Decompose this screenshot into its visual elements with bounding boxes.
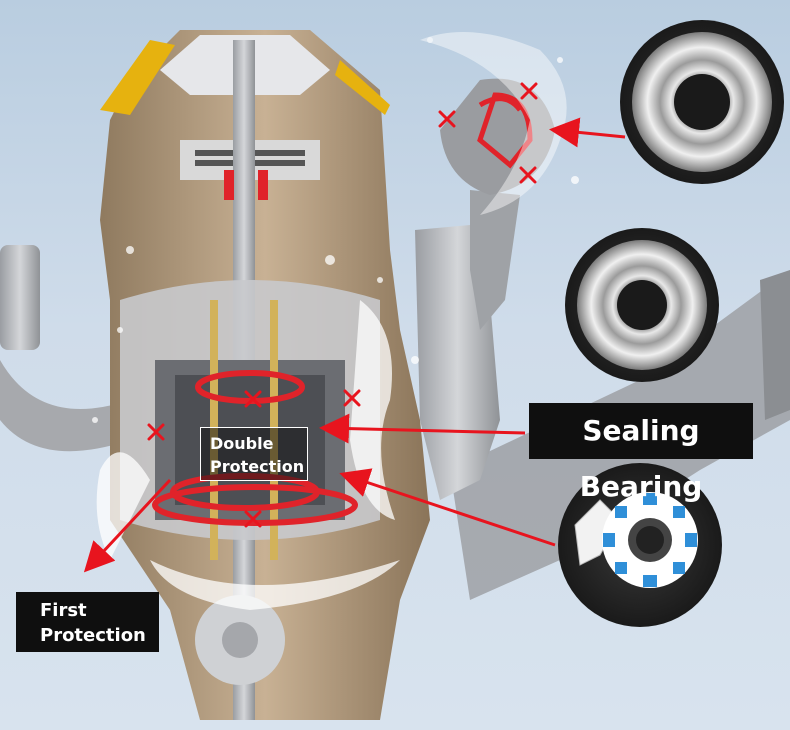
first-protection-label: First Protection <box>16 592 159 652</box>
arrow-icon <box>83 478 172 573</box>
x-mark-icon <box>343 389 361 407</box>
double-protection-label: Double Protection <box>200 427 308 481</box>
bearing-thumbnail-1 <box>620 20 784 184</box>
x-mark-icon <box>438 110 456 128</box>
x-mark-icon <box>147 423 165 441</box>
x-mark-icon <box>520 82 538 100</box>
callout-arrows <box>83 117 626 573</box>
arrow-icon <box>549 117 626 148</box>
double-protection-line-1: Double <box>210 434 274 453</box>
double-protection-line-2: Protection <box>210 457 305 476</box>
x-mark-icon <box>244 510 262 528</box>
seal-thumbnail <box>558 463 722 627</box>
bearing-thumbnail-2 <box>565 228 719 382</box>
x-mark-icon <box>519 166 537 184</box>
x-marks <box>147 82 538 528</box>
line-roller <box>440 78 555 195</box>
handle-knob-left <box>0 245 130 452</box>
first-protection-line-2: Protection <box>40 625 146 646</box>
arrow-icon <box>339 468 556 547</box>
water-splash <box>92 32 579 610</box>
x-mark-icon <box>244 390 262 408</box>
sealing-bearing-label: Sealing Bearing <box>529 403 753 503</box>
arrow-icon <box>319 413 526 444</box>
first-protection-line-1: First <box>40 600 87 621</box>
